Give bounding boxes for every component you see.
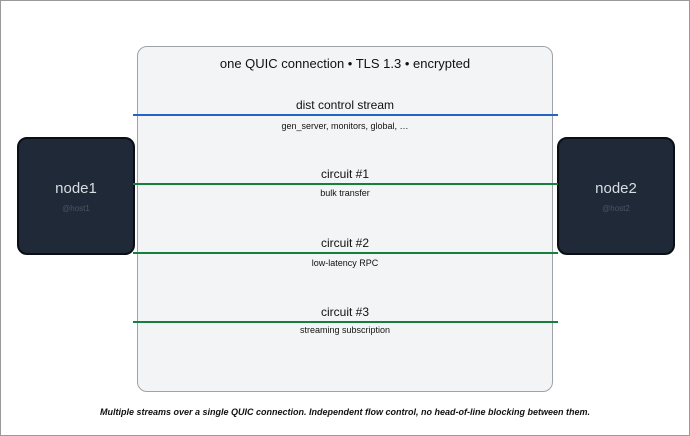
stream-sub-circuit-3: streaming subscription [299, 325, 391, 335]
stream-line-control [133, 114, 558, 116]
stream-label-control: dist control stream [295, 98, 395, 112]
node1-box: node1 @host1 [17, 137, 135, 255]
stream-line-circuit-1 [133, 183, 558, 185]
figure-caption: Multiple streams over a single QUIC conn… [99, 407, 591, 417]
stream-label-circuit-2: circuit #2 [320, 236, 370, 250]
quic-connection-box [137, 46, 553, 392]
stream-line-circuit-2 [133, 252, 558, 254]
stream-sub-circuit-2: low-latency RPC [311, 258, 379, 268]
node1-name: node1 [55, 180, 97, 197]
node2-box: node2 @host2 [557, 137, 675, 255]
node1-host: @host1 [62, 204, 90, 213]
node2-name: node2 [595, 180, 637, 197]
stream-sub-circuit-1: bulk transfer [320, 188, 370, 198]
node2-host: @host2 [602, 204, 630, 213]
stream-label-circuit-1: circuit #1 [320, 167, 370, 181]
stream-line-circuit-3 [133, 321, 558, 323]
stream-sub-control: gen_server, monitors, global, … [281, 121, 409, 131]
connection-title: one QUIC connection • TLS 1.3 • encrypte… [219, 56, 471, 71]
stream-label-circuit-3: circuit #3 [320, 305, 370, 319]
